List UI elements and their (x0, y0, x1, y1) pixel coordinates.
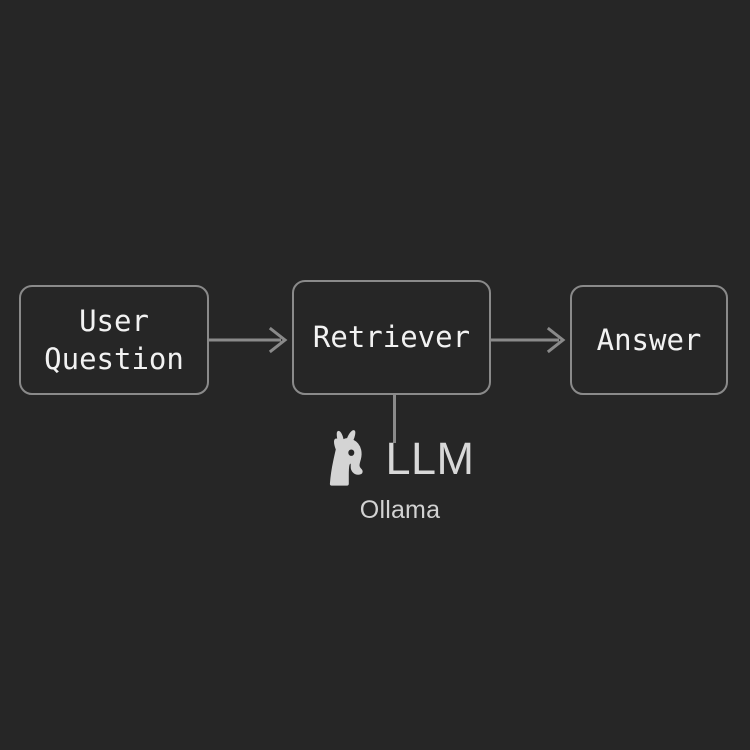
llama-eye-icon (348, 449, 355, 456)
llm-label: LLM (385, 432, 475, 484)
llm-annotation-group: LLM Ollama (310, 430, 490, 523)
arrow-question-to-retriever (209, 326, 288, 354)
ollama-caption: Ollama (359, 496, 441, 524)
node-user-question[interactable]: User Question (19, 285, 209, 395)
arrow-head (268, 326, 288, 354)
node-answer-label: Answer (596, 322, 702, 357)
connector-retriever-to-llm (393, 395, 396, 443)
node-answer[interactable]: Answer (570, 285, 728, 395)
node-user-question-label: User Question (44, 303, 184, 376)
node-retriever[interactable]: Retriever (292, 280, 491, 395)
ollama-llama-icon (330, 430, 364, 486)
llm-label-row: LLM (325, 430, 474, 486)
node-retriever-label: Retriever (312, 320, 471, 355)
arrow-retriever-to-answer (491, 326, 566, 354)
arrow-head (546, 326, 566, 354)
